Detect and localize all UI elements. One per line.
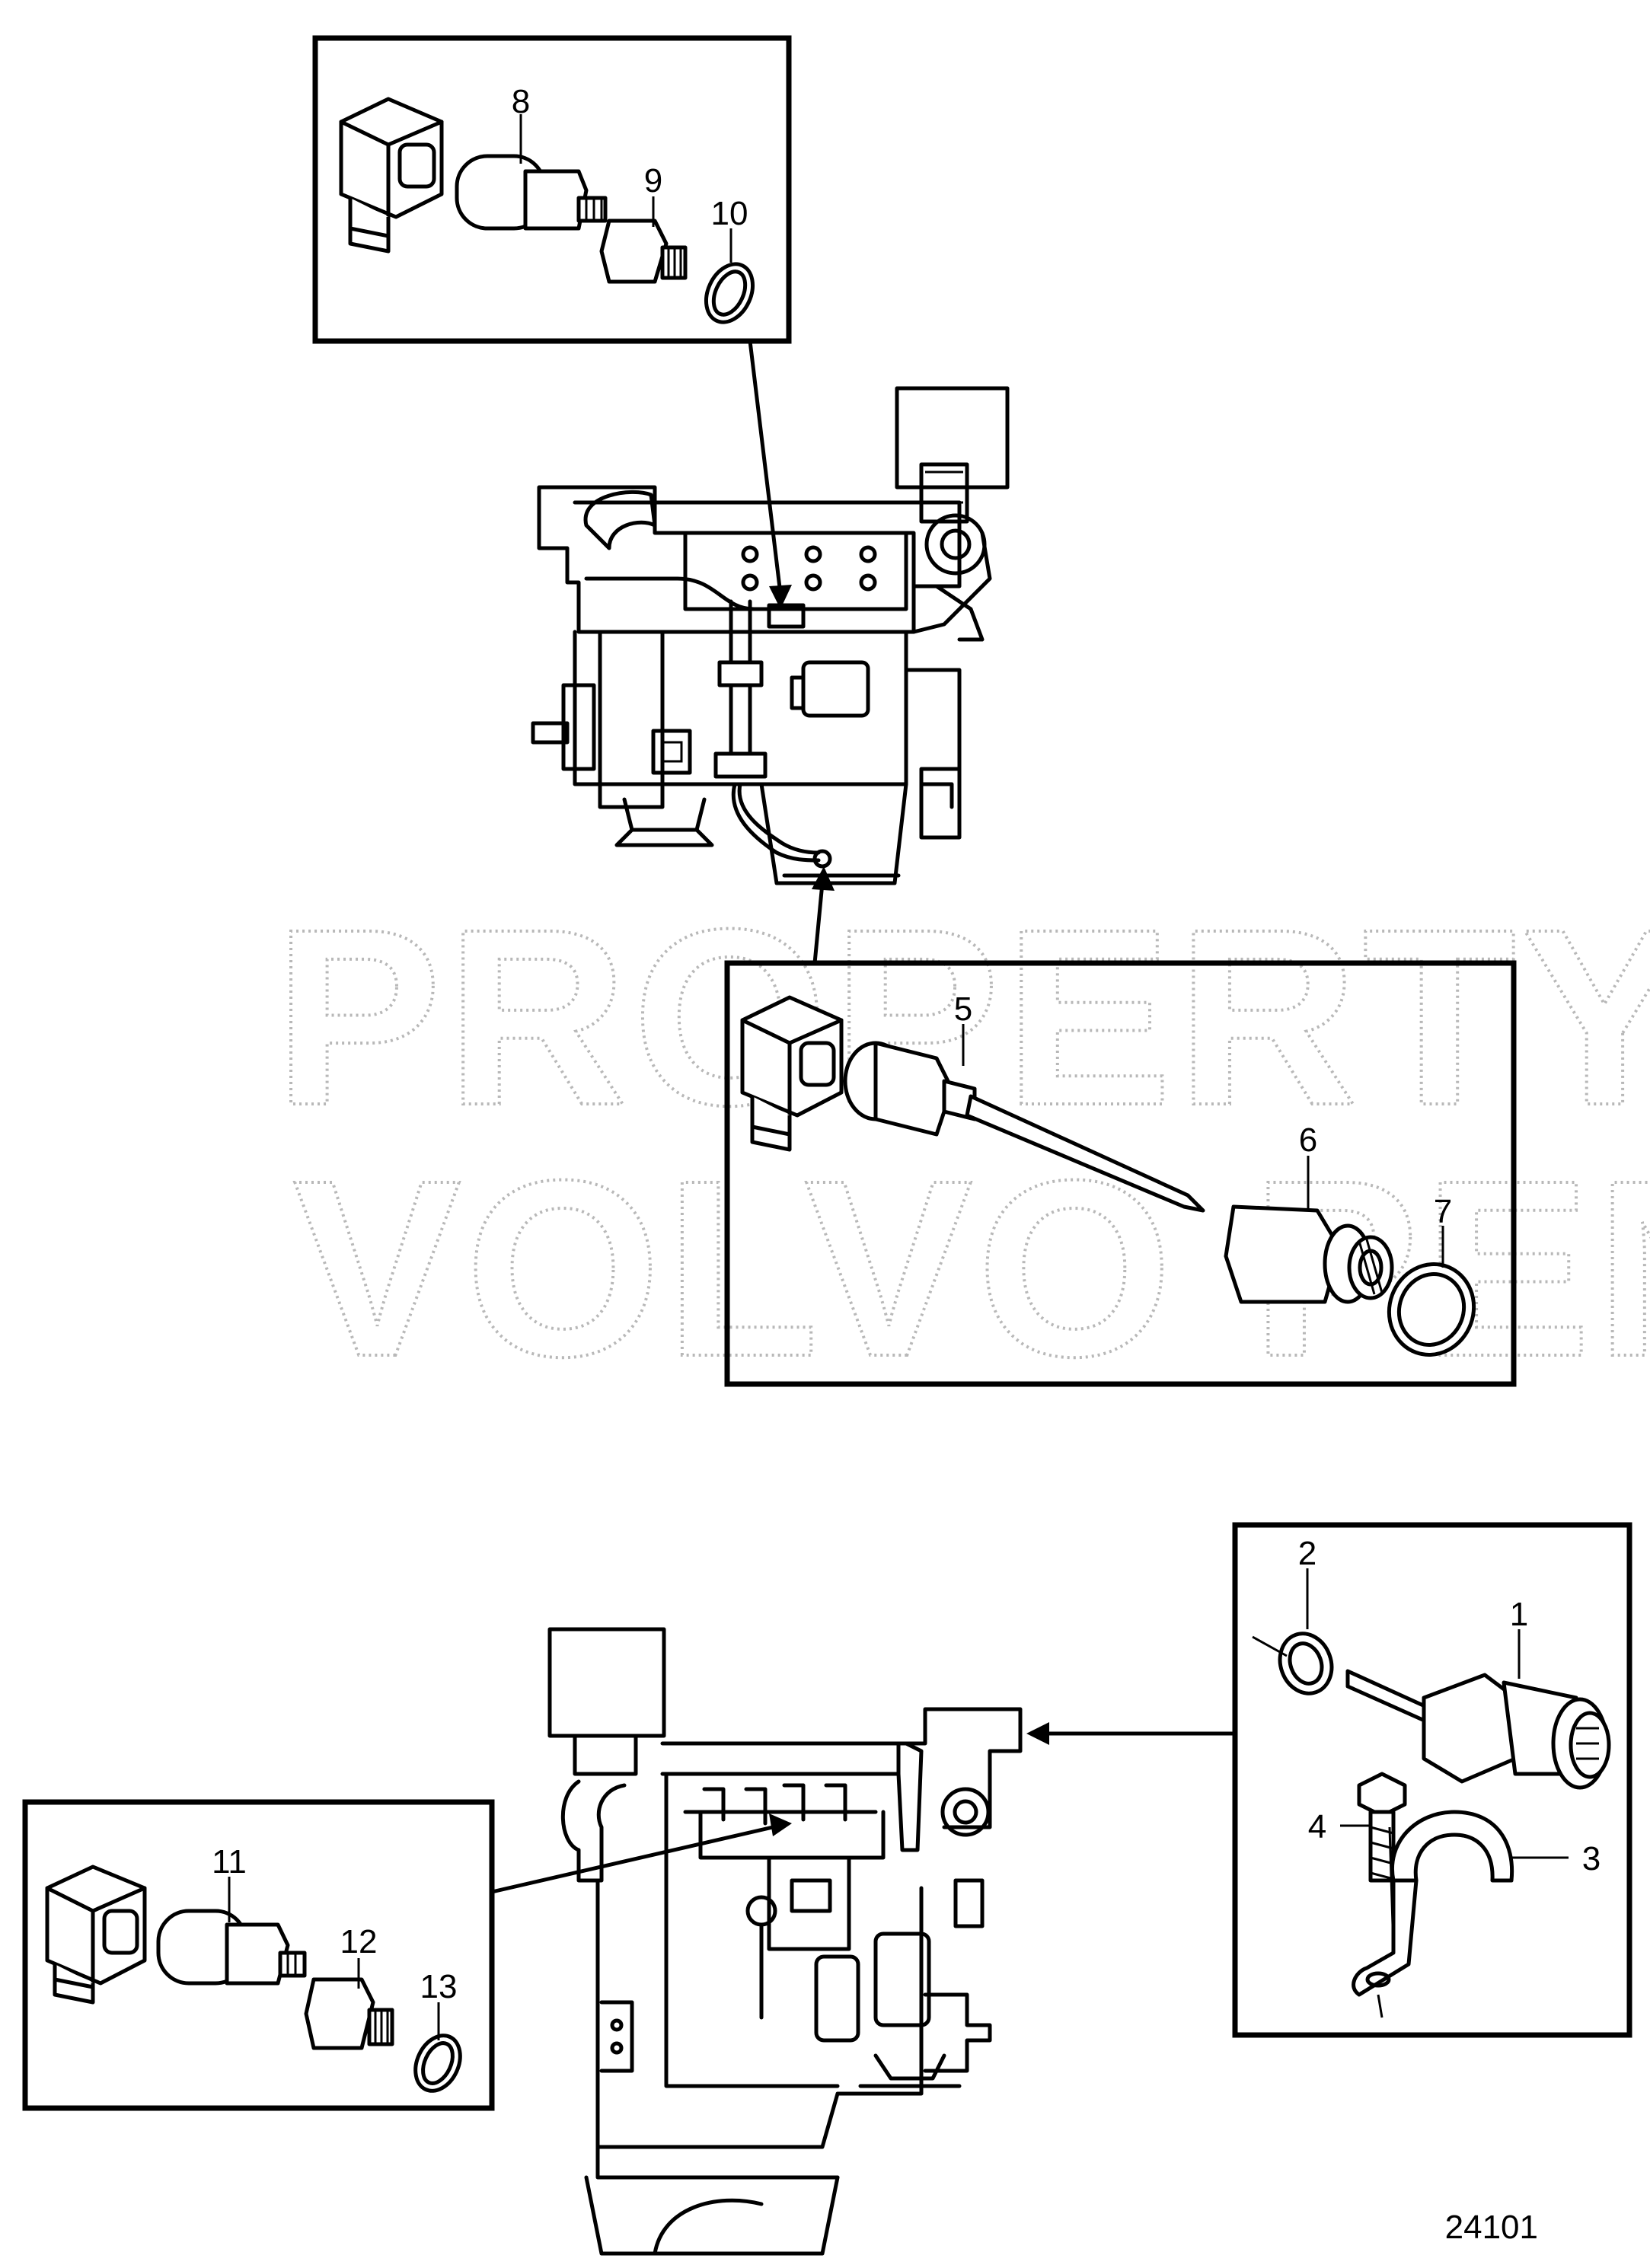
callout-1: 1 <box>1510 1596 1528 1633</box>
arrowhead-box-c <box>769 1813 792 1836</box>
pointer-arrow-box-b <box>812 881 825 965</box>
callout-13: 13 <box>420 1968 458 2005</box>
detail-box-sensor-8-10: 8 9 10 <box>312 35 792 344</box>
engine-top-view <box>531 386 1010 885</box>
callout-11: 11 <box>212 1843 247 1880</box>
callout-10: 10 <box>711 195 748 232</box>
callout-12: 12 <box>340 1923 378 1960</box>
pointer-arrow-box-a <box>748 339 783 596</box>
callout-7: 7 <box>1434 1193 1452 1230</box>
pointer-arrow-box-c <box>490 1825 775 1894</box>
arrowhead-box-b <box>812 866 835 891</box>
detail-box-sensor-1-4: 2 1 4 3 <box>1232 1522 1632 2038</box>
detail-box-sensor-11-13: 11 12 13 <box>22 1799 495 2111</box>
callout-2: 2 <box>1298 1535 1316 1572</box>
callout-9: 9 <box>644 162 662 199</box>
callout-5: 5 <box>954 990 972 1028</box>
callout-6: 6 <box>1299 1121 1317 1159</box>
engine-bottom-view <box>547 1627 1023 2256</box>
arrowhead-box-d <box>1026 1722 1049 1745</box>
callout-4: 4 <box>1308 1808 1326 1845</box>
callout-8: 8 <box>512 83 530 120</box>
detail-box-sensor-5-7: 5 6 7 <box>724 960 1517 1387</box>
arrowhead-box-a <box>769 585 792 609</box>
figure-number: 24101 <box>1445 2209 1538 2246</box>
callout-3: 3 <box>1582 1840 1601 1877</box>
